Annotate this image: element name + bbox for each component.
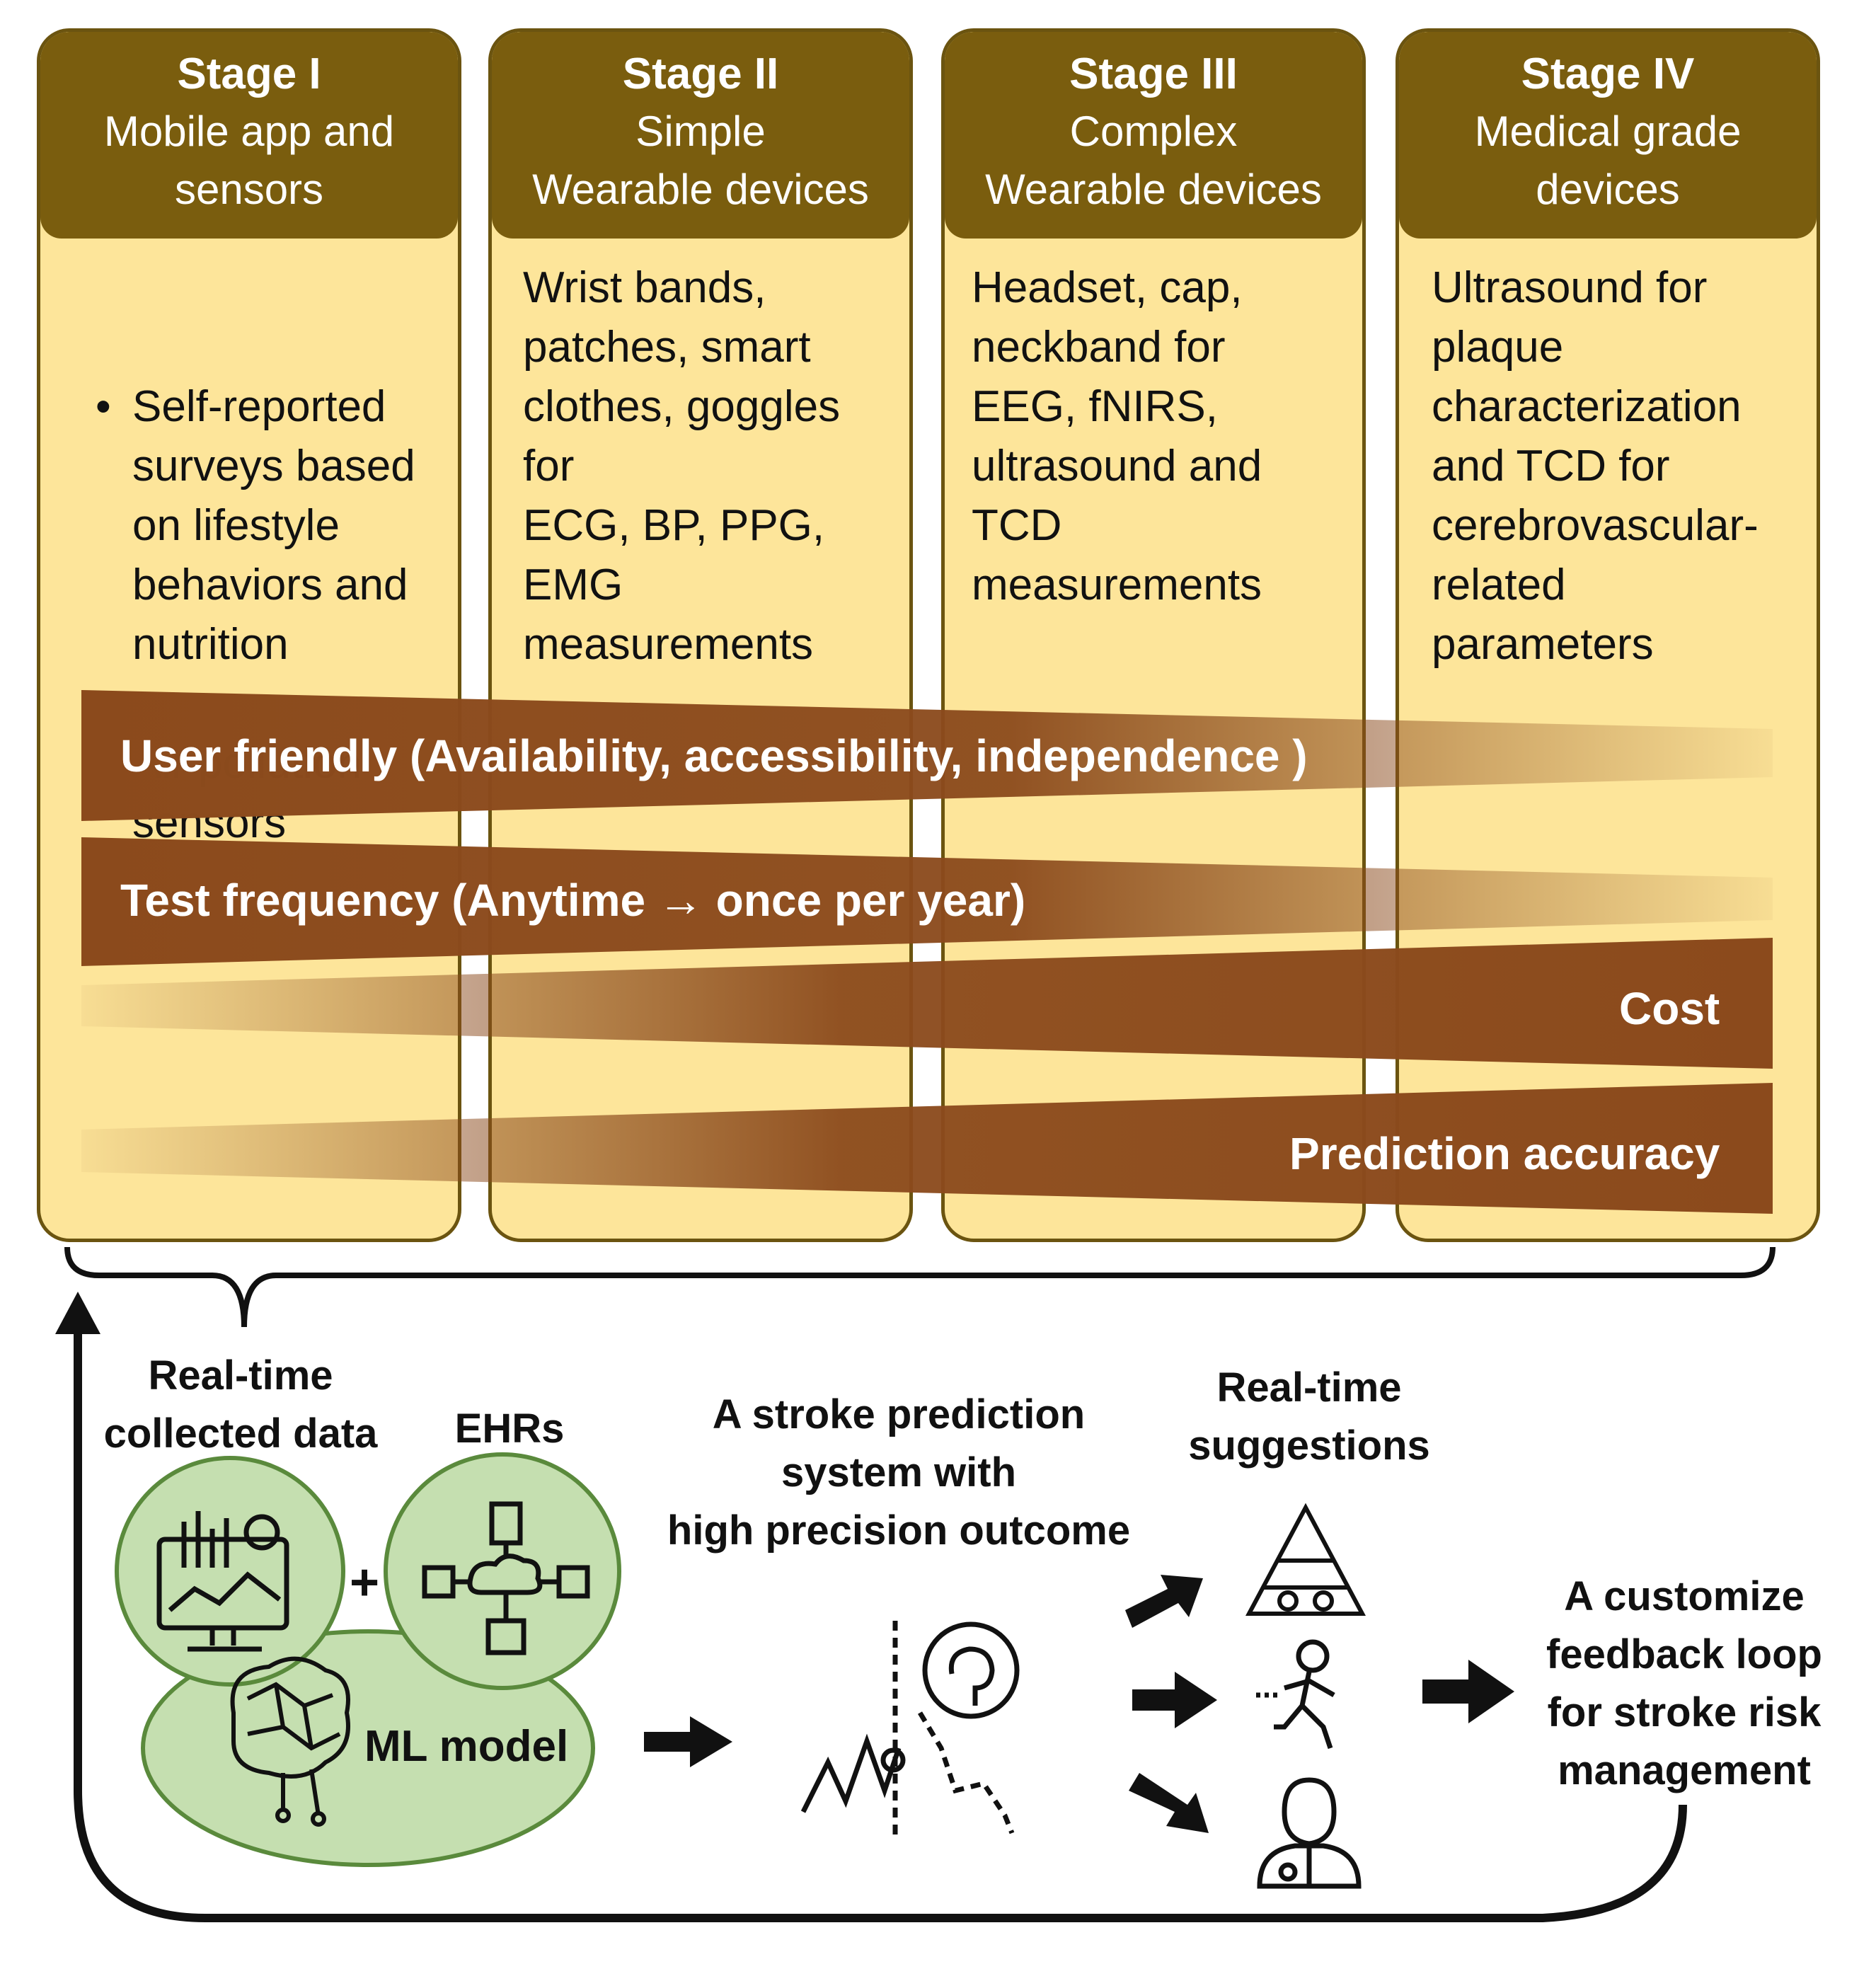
user-friendly-label: User friendly (Availability, accessibili…	[120, 730, 1308, 781]
suggestion-arrow-exercise	[1132, 1672, 1217, 1728]
trend-bars	[81, 690, 1773, 1214]
ml-to-system-arrow	[644, 1716, 732, 1767]
ehr-network-icon	[422, 1501, 590, 1655]
stage-4-title: Stage IV	[1521, 50, 1695, 98]
prediction-accuracy-wedge	[81, 1083, 1773, 1214]
ehrs-caption: EHRs	[454, 1406, 565, 1452]
doctor-icon	[1257, 1777, 1362, 1889]
feedback-loop-line	[74, 1331, 1687, 1922]
monitor-chart-icon	[156, 1511, 289, 1652]
user-friendly-wedge	[81, 690, 1773, 821]
realtime-data-caption: Real-time collected data	[103, 1353, 378, 1457]
stage-4-subtitle: Medical grade devices	[1474, 108, 1742, 213]
feedback-loop-arrowhead	[55, 1292, 100, 1334]
stage-1-bullet-surveys: Self-reported surveys based on lifestyle…	[96, 377, 432, 674]
stages-brace	[64, 1246, 1776, 1328]
prediction-system-caption: A stroke prediction system with high pre…	[667, 1391, 1131, 1554]
cost-label: Cost	[1619, 983, 1720, 1034]
test-frequency-wedge	[81, 837, 1773, 966]
prediction-accuracy-label: Prediction accuracy	[1289, 1128, 1720, 1179]
suggestions-to-feedback-arrow	[1422, 1660, 1514, 1723]
stage-2-body: Wrist bands, patches, smart clothes, gog…	[523, 263, 841, 669]
stage-1-bullets: Self-reported surveys based on lifestyle…	[83, 318, 432, 912]
test-frequency-label: Test frequency (Anytime → once per year)	[120, 875, 1026, 926]
stage-2-title: Stage II	[622, 50, 779, 98]
ml-model-label: ML model	[364, 1722, 569, 1771]
stage-1-subtitle: Mobile app and sensors	[103, 108, 395, 213]
stage-1-card: Stage I Mobile app and sensors Self-repo…	[37, 28, 461, 1242]
stage-1-body: Self-reported surveys based on lifestyle…	[40, 258, 458, 972]
stage-3-subtitle: Complex Wearable devices	[985, 108, 1322, 213]
suggestion-arrow-diet	[1125, 1575, 1203, 1628]
suggestions-caption: Real-time suggestions	[1188, 1365, 1430, 1469]
cost-wedge	[81, 938, 1773, 1069]
stage-3-body: Headset, cap, neckband for EEG, fNIRS, u…	[972, 263, 1262, 609]
suggestion-arrow-doctor	[1129, 1773, 1209, 1833]
stage-4-body: Ultrasound for plaque characterization a…	[1432, 263, 1759, 669]
running-person-icon	[1256, 1639, 1335, 1750]
food-pyramid-icon	[1245, 1503, 1366, 1616]
ml-model-ellipse	[141, 1629, 595, 1867]
stage-3-header: Stage III Complex Wearable devices	[945, 32, 1362, 239]
feedback-loop-caption: A customize feedback loop for stroke ris…	[1546, 1573, 1822, 1793]
ehrs-circle	[384, 1452, 621, 1690]
stage-1-header: Stage I Mobile app and sensors	[40, 32, 458, 239]
stage-3-title: Stage III	[1069, 50, 1238, 98]
stage-2-subtitle: Simple Wearable devices	[532, 108, 869, 213]
stage-1-title: Stage I	[177, 50, 321, 98]
stage-2-header: Stage II Simple Wearable devices	[492, 32, 909, 239]
stage-4-header: Stage IV Medical grade devices	[1399, 32, 1817, 239]
neural-brain-icon	[230, 1656, 350, 1827]
plus-sign: +	[350, 1554, 379, 1611]
stroke-prediction-icon	[800, 1621, 1020, 1840]
